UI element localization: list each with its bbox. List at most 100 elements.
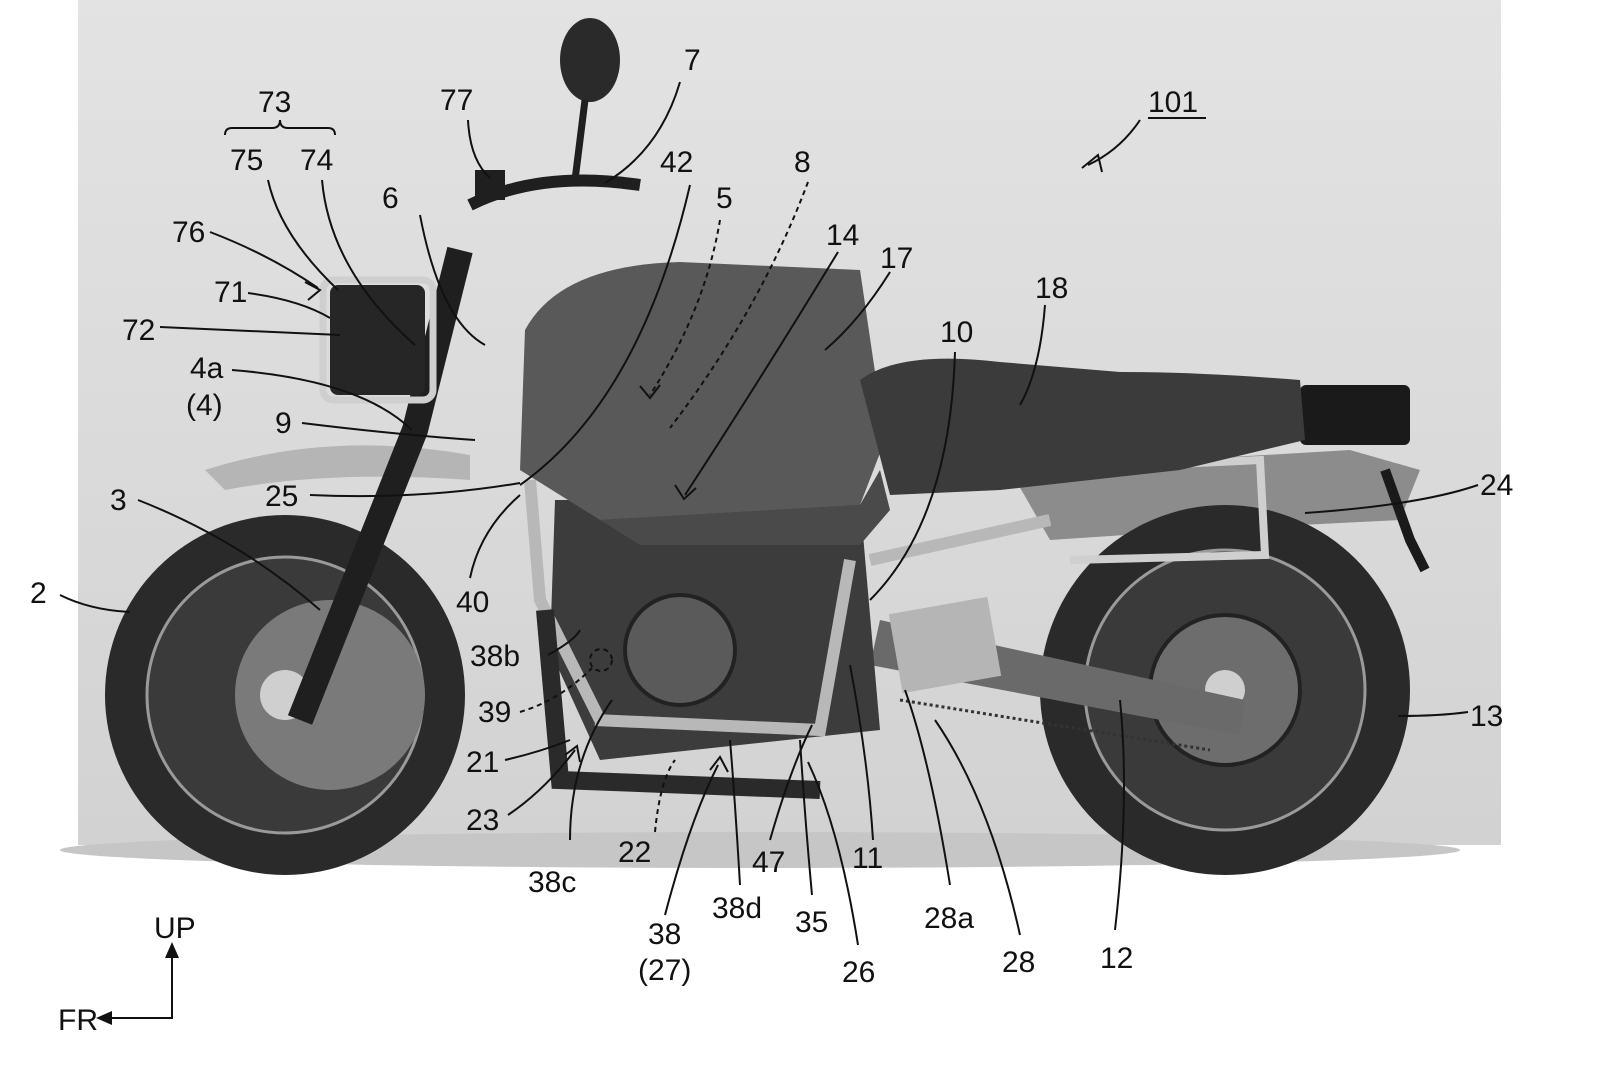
- leader-7: [604, 81, 681, 184]
- brake-disc: [235, 600, 425, 790]
- side-cover: [600, 470, 890, 545]
- step-plate: [888, 596, 1002, 694]
- down-tube: [524, 479, 606, 723]
- label-28: 28: [1002, 946, 1035, 979]
- leader-14: [684, 251, 839, 496]
- leader-2: [59, 594, 131, 613]
- arrow-76: [304, 281, 322, 301]
- leader-71: [247, 292, 331, 319]
- leader-38c: [569, 699, 613, 841]
- leader-35: [799, 739, 813, 896]
- label-73: 73: [258, 86, 291, 119]
- label-17: 17: [880, 242, 913, 275]
- leader-77: [467, 119, 491, 179]
- leader-40: [469, 494, 521, 579]
- label-39: 39: [478, 696, 511, 729]
- tail-light: [1300, 385, 1410, 445]
- label-8: 8: [794, 146, 811, 179]
- seat-rail: [868, 514, 1052, 566]
- leader-11: [849, 664, 874, 841]
- leader-21: [504, 739, 571, 761]
- label-27: (27): [638, 954, 691, 987]
- drive-chain: [899, 698, 1211, 752]
- label-38: 38: [648, 918, 681, 951]
- leader-101: [1087, 119, 1141, 166]
- leader-38: [664, 764, 719, 916]
- up-arrow-icon: [165, 942, 179, 958]
- label-42: 42: [660, 146, 693, 179]
- leader-24: [1304, 484, 1479, 514]
- label-74: 74: [300, 144, 333, 177]
- leader-23: [507, 749, 576, 816]
- front-arrow-icon: [96, 1011, 112, 1025]
- marker-39: [589, 648, 613, 672]
- front-fork: [287, 246, 473, 725]
- reference-labels: 73 75 74 77 7 42 5 8 6 76 71 72 4a (4) 9…: [30, 44, 1513, 989]
- seat: [860, 358, 1305, 495]
- label-10: 10: [940, 316, 973, 349]
- label-35: 35: [795, 906, 828, 939]
- leader-9: [301, 422, 476, 441]
- leader-42: [519, 184, 691, 486]
- label-18: 18: [1035, 272, 1068, 305]
- leader-5: [649, 219, 721, 396]
- arrow-101: [1081, 153, 1103, 173]
- figure-reference: 101: [1148, 86, 1198, 119]
- leader-47: [769, 724, 813, 841]
- label-24: 24: [1480, 469, 1513, 502]
- label-25: 25: [265, 480, 298, 513]
- leader-12: [1114, 699, 1125, 931]
- leader-10: [869, 351, 956, 601]
- label-5: 5: [716, 182, 733, 215]
- label-7: 7: [684, 44, 701, 77]
- headlight: [330, 285, 425, 395]
- label-47: 47: [752, 846, 785, 879]
- direction-axes: [100, 948, 173, 1019]
- label-77: 77: [440, 84, 473, 117]
- direction-indicator: UP FR: [58, 912, 196, 1037]
- leader-4a: [231, 369, 413, 431]
- arrow-5: [639, 384, 661, 400]
- lower-frame: [594, 558, 856, 737]
- arrow-14: [674, 484, 697, 501]
- mirror: [560, 18, 620, 102]
- leader-26: [807, 761, 859, 946]
- leader-76: [209, 231, 319, 289]
- leader-17: [824, 271, 891, 351]
- meter: [475, 170, 505, 200]
- label-26: 26: [842, 956, 875, 989]
- headlight-guard: [319, 276, 437, 404]
- label-4a: 4a: [190, 352, 224, 385]
- label-38d: 38d: [712, 892, 762, 925]
- label-76: 76: [172, 216, 205, 249]
- leader-28: [934, 719, 1021, 936]
- arrow-23: [564, 744, 581, 763]
- leader-8: [669, 181, 809, 429]
- engine-cover: [623, 593, 737, 707]
- label-3: 3: [110, 484, 127, 517]
- leader-6: [419, 214, 486, 346]
- label-21: 21: [466, 746, 499, 779]
- leader-25: [309, 482, 521, 498]
- label-75: 75: [230, 144, 263, 177]
- label-22: 22: [618, 836, 651, 869]
- label-11: 11: [852, 842, 883, 875]
- label-12: 12: [1100, 942, 1133, 975]
- label-40: 40: [456, 586, 489, 619]
- label-38b: 38b: [470, 640, 520, 673]
- arrow-38: [709, 755, 729, 773]
- label-9: 9: [275, 407, 292, 440]
- leader-18: [1019, 304, 1046, 406]
- leader-22: [654, 759, 676, 833]
- label-28a: 28a: [924, 902, 974, 935]
- front-fender: [205, 445, 470, 490]
- leader-13: [1397, 711, 1469, 717]
- leader-72: [159, 326, 341, 336]
- up-label: UP: [154, 912, 196, 945]
- mirror-stem: [571, 99, 589, 181]
- label-14: 14: [826, 219, 859, 252]
- leader-lines: [59, 81, 1479, 946]
- leader-38b: [547, 629, 581, 656]
